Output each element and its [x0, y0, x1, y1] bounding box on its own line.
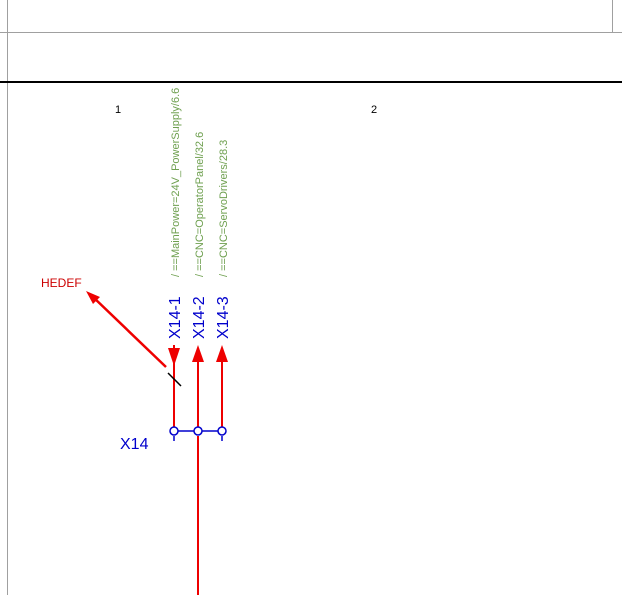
wire-pin-2[interactable] [192, 345, 204, 595]
target-arrowhead [86, 291, 100, 304]
terminal-1[interactable] [169, 426, 179, 441]
pin-1-label[interactable]: X14-1 [167, 296, 184, 339]
target-label[interactable]: HEDEF [41, 276, 82, 290]
pin-1-reference[interactable]: / ==MainPower=24V_PowerSupply/6.6 [170, 88, 182, 277]
wire-pin-3[interactable] [216, 345, 228, 428]
pin-3-up-arrow [216, 345, 228, 362]
pin-2-up-arrow [192, 345, 204, 362]
column-number-1: 1 [115, 104, 121, 116]
column-number-2: 2 [371, 104, 377, 116]
terminal-strip-name[interactable]: X14 [120, 436, 149, 453]
wire-pin-1[interactable] [86, 291, 182, 428]
pin-2-reference[interactable]: / ==CNC=OperatorPanel/32.6 [194, 132, 206, 277]
pin-2-label[interactable]: X14-2 [191, 296, 208, 339]
pin-3-reference[interactable]: / ==CNC=ServoDrivers/28.3 [218, 140, 230, 277]
terminal-2[interactable] [193, 426, 203, 436]
pin-3-label[interactable]: X14-3 [215, 296, 232, 339]
wire-break-mark [167, 372, 182, 387]
pin-1-down-arrow [168, 348, 180, 366]
terminal-3[interactable] [217, 426, 227, 441]
